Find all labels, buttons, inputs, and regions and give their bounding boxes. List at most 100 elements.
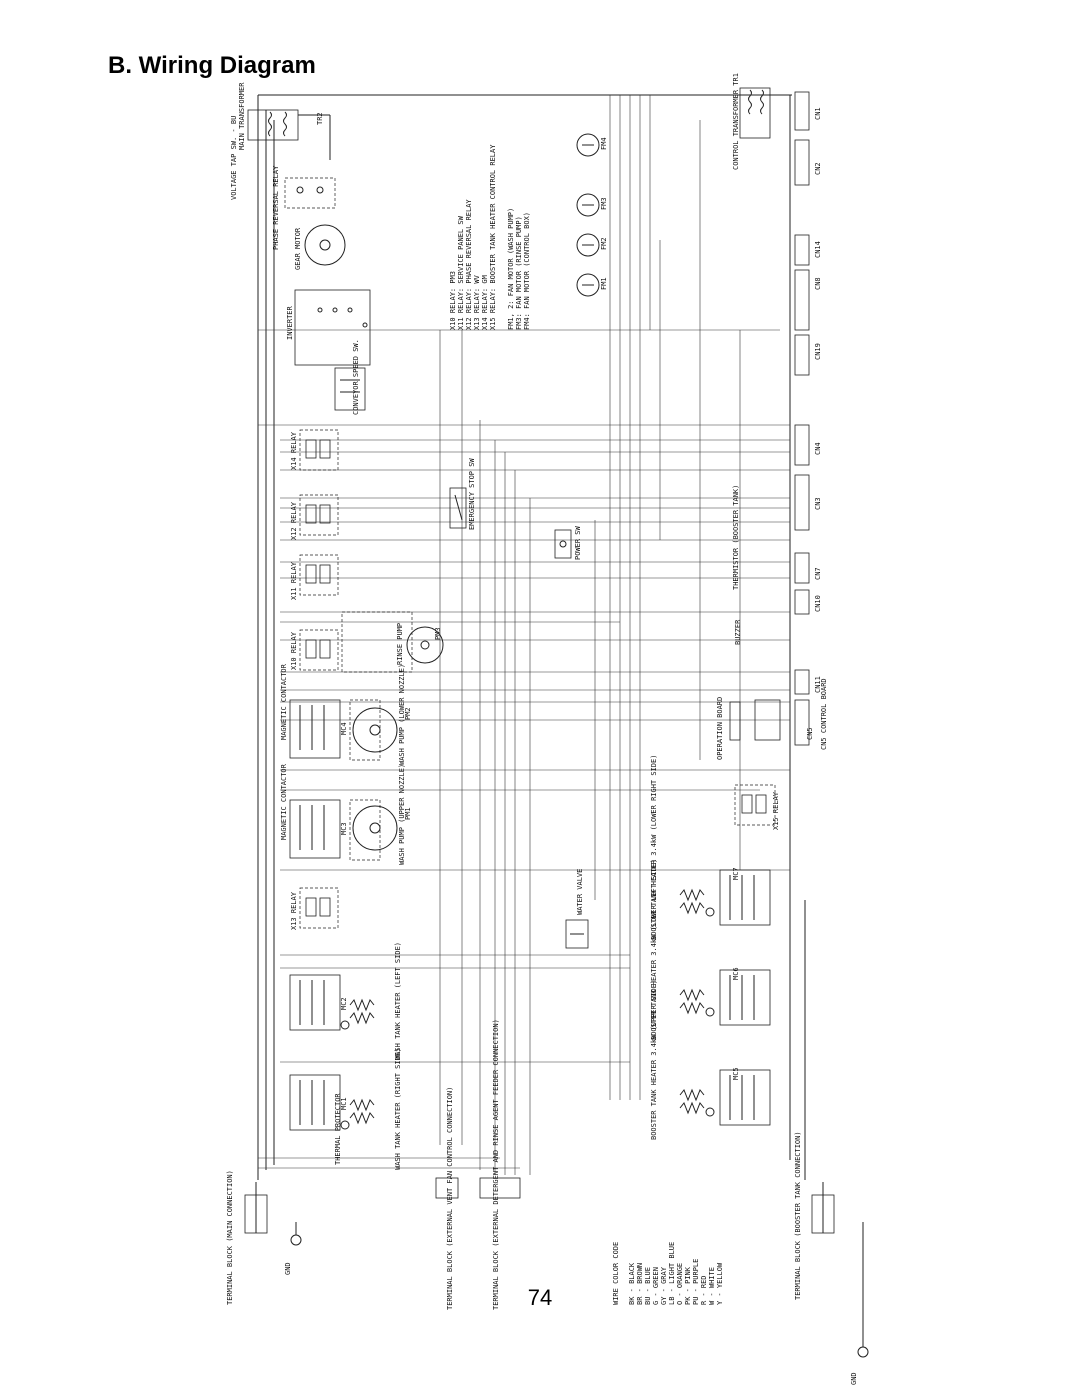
label-relay-x14: X14 RELAY (290, 431, 298, 470)
label-x10-relay: X10 RELAY (290, 631, 298, 670)
label-cn8: CN8 (814, 277, 822, 290)
label-terminal-t4: TERMINAL BLOCK (EXTERNAL VENT FAN CONTRO… (446, 1087, 454, 1310)
fan-motors (576, 133, 600, 297)
wire-code-item: BU - BLUE (644, 1267, 652, 1305)
legend-fan-line: FM1, 2: FAN MOTOR (WASH PUMP) (507, 208, 515, 330)
label-mc1: MC1 (340, 1097, 348, 1110)
label-pm3: PM3 (434, 627, 442, 640)
label-wash-pump-upper: WASH PUMP (UPPER NOZZLE) (398, 764, 406, 865)
label-terminal-t2: TERMINAL BLOCK (BOOSTER TANK CONNECTION) (794, 1131, 802, 1300)
label-buzzer: BUZZER (734, 619, 742, 645)
label-thermal-protector: THERMAL PROTECTOR (334, 1093, 342, 1165)
wash-pump-pm1 (352, 805, 398, 851)
wire-code-title: WIRE COLOR CODE (612, 1242, 620, 1305)
label-mc3: MC3 (340, 822, 348, 835)
label-fm4: FM4 (600, 137, 608, 150)
page-heading: B. Wiring Diagram (108, 52, 316, 79)
label-cn10: CN10 (814, 595, 822, 612)
label-emergency-stop: EMERGENCY STOP SW (468, 458, 476, 530)
wire-code-item: O - ORANGE (676, 1263, 684, 1305)
label-terminal-t1: TERMINAL BLOCK (MAIN CONNECTION) (226, 1170, 234, 1305)
label-booster-right: BOOSTER TANK HEATER 3.4kW (LOWER RIGHT S… (650, 755, 658, 940)
phase-reversal-relay (284, 177, 336, 209)
label-voltage-tap: VOLTAGE TAP SW. - BU (230, 116, 238, 200)
gear-motor (304, 224, 346, 266)
label-terminal-t3: TERMINAL BLOCK (EXTERNAL DETERGENT AND R… (492, 1019, 500, 1310)
rinse-pump (341, 611, 444, 673)
label-tr2: TR2 (316, 112, 324, 125)
legend-relay-line: X12 RELAY: PHASE REVERSAL RELAY (465, 199, 473, 330)
wire-color-legend: WIRE COLOR CODE BK - BLACK BR - BROWN BU… (612, 1242, 724, 1305)
legend-relay-line: X11 RELAY: SERVICE PANEL SW (457, 215, 465, 330)
label-power-switch: POWER SW (574, 525, 582, 560)
relay-x15 (734, 784, 776, 826)
wire-code-item: PU - PURPLE (692, 1259, 700, 1305)
label-wash-tank-left: WASH TANK HEATER (LEFT SIDE) (394, 942, 402, 1060)
label-conveyor-speed: CONVEYOR SPEED SW. (352, 339, 360, 415)
label-mc4: MC4 (340, 722, 348, 735)
legend-relay-line: X10 RELAY: PM3 (449, 271, 457, 330)
label-mc2: MC2 (340, 997, 348, 1010)
label-inverter: INVERTER (286, 305, 294, 340)
label-cn4: CN4 (814, 442, 822, 455)
label-main-transformer: MAIN TRANSFORMER (238, 82, 246, 150)
label-pm2: PM2 (404, 707, 412, 720)
wire-code-item: R - RED (700, 1275, 708, 1305)
terminal-blocks (244, 1177, 869, 1358)
emergency-stop-switch (449, 487, 467, 529)
booster-heater-mc5 (679, 1069, 771, 1126)
label-mag-contactor-mc4: MAGNETIC CONTACTOR (280, 663, 288, 740)
wire-code-item: GY - GRAY (660, 1266, 668, 1305)
label-cn11: CN11 (814, 676, 822, 693)
label-cn7: CN7 (814, 567, 822, 580)
relay-x12 (299, 494, 339, 536)
label-mc7: MC7 (732, 867, 740, 880)
wire-code-item: PK - PINK (684, 1266, 692, 1305)
relay-x14 (299, 429, 339, 471)
label-booster-upper: BOOSTER TANK HEATER 3.4kW (UPPER SIDE) (650, 980, 658, 1140)
legend-relay-line: X13 RELAY: WV (473, 274, 481, 330)
relay-x11 (299, 554, 339, 596)
label-rinse-pump: RINSE PUMP (396, 623, 404, 665)
wire-code-item: W - WHITE (708, 1267, 716, 1305)
wire-code-item: G - GREEN (652, 1267, 660, 1305)
label-wash-pump-lower: WASH PUMP (LOWER NOZZLE) (398, 664, 406, 765)
page-number: 74 (527, 1285, 553, 1310)
booster-heater-mc7 (679, 869, 771, 926)
label-cn1: CN1 (814, 107, 822, 120)
mag-contactor-mc1 (289, 1074, 341, 1131)
mag-contactor-mc4 (289, 699, 381, 761)
label-gear-motor: GEAR MOTOR (294, 227, 302, 270)
label-wash-tank-right: WASH TANK HEATER (RIGHT SIDE) (394, 1048, 402, 1170)
label-relay-x12: X12 RELAY (290, 501, 298, 540)
water-valve (565, 919, 589, 949)
label-cn19: CN19 (814, 343, 822, 360)
label-control-board: CN5 CONTROL BOARD (820, 678, 828, 750)
wire-code-item: BK - BLACK (628, 1262, 636, 1305)
operation-board (729, 699, 781, 741)
wire-code-item: Y - YELLOW (716, 1262, 724, 1305)
conveyor-speed-switch (334, 367, 366, 411)
label-phase-relay: PHASE REVERSAL RELAY (272, 165, 280, 250)
legend-fan-line: FM4: FAN MOTOR (CONTROL BOX) (523, 212, 531, 330)
label-thermistor: THERMISTOR (BOOSTER TANK) (732, 485, 740, 590)
main-transformer (247, 109, 331, 160)
label-pm1: PM1 (404, 807, 412, 820)
wash-tank-heater-right (340, 1098, 375, 1130)
label-water-valve: WATER VALVE (576, 869, 584, 915)
wash-tank-heater-left (340, 998, 375, 1030)
power-bus (257, 94, 806, 1180)
relay-legend: X10 RELAY: PM3 X11 RELAY: SERVICE PANEL … (449, 144, 531, 330)
label-mag-contactor-mc3: MAGNETIC CONTACTOR (280, 763, 288, 840)
wire-code-item: LB - LIGHT BLUE (668, 1242, 676, 1305)
label-control-transformer: CONTROL TRANSFORMER TR1 (732, 73, 740, 170)
label-operation-board: OPERATION BOARD (716, 697, 724, 760)
connector-column (794, 91, 810, 746)
booster-heater-mc6 (679, 969, 771, 1026)
legend-fan-line: FM3: FAN MOTOR (RINSE PUMP) (515, 216, 523, 330)
label-cn3: CN3 (814, 497, 822, 510)
label-gnd-right: GND (850, 1372, 858, 1385)
label-cn2: CN2 (814, 162, 822, 175)
label-relay-x15: X15 RELAY (772, 791, 780, 830)
